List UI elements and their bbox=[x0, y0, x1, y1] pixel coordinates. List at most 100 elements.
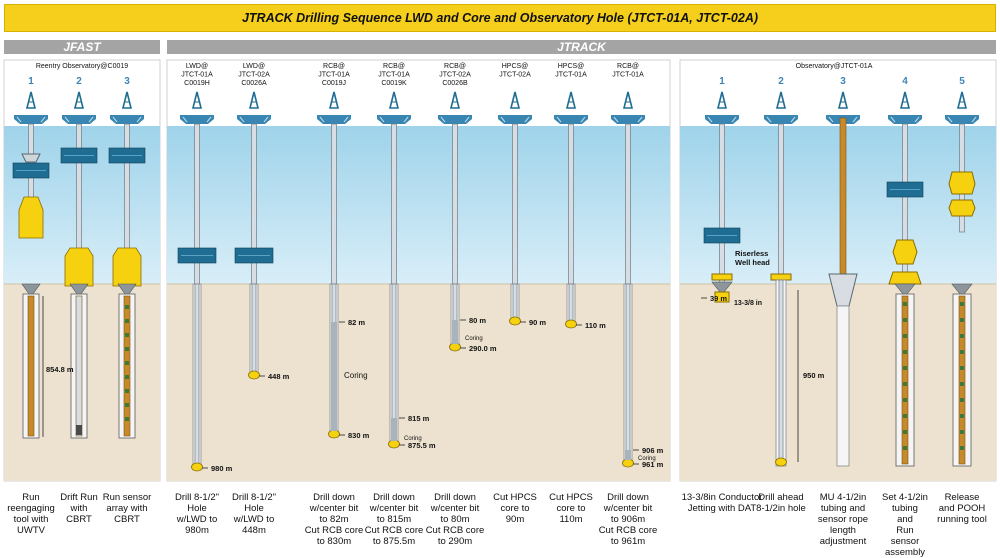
sensor-assembly bbox=[892, 239, 918, 265]
derrick-icon bbox=[775, 91, 787, 109]
sensor-unit bbox=[125, 305, 129, 309]
ship-icon bbox=[611, 115, 645, 124]
derrick-icon bbox=[388, 91, 400, 109]
running-tool bbox=[888, 271, 922, 285]
drill-bit bbox=[191, 462, 203, 472]
step-caption: Run reengaging tool with UWTV bbox=[7, 492, 55, 536]
step-number: 2 bbox=[76, 76, 82, 87]
tubing bbox=[901, 295, 909, 465]
step-caption: Drill 8-1/2" Hole w/LWD to 980m bbox=[174, 492, 220, 536]
drill-bit bbox=[328, 429, 340, 439]
tubing bbox=[958, 295, 966, 465]
seawater bbox=[680, 126, 996, 284]
step-caption: Cut HPCS core to 90m bbox=[493, 492, 537, 525]
derrick-icon bbox=[509, 91, 521, 109]
derrick-icon bbox=[449, 91, 461, 109]
drill-pipe bbox=[331, 123, 337, 285]
drill-pipe bbox=[778, 279, 784, 463]
derrick-icon bbox=[716, 91, 728, 109]
core-barrel bbox=[331, 322, 337, 431]
depth-label: 875.5 m bbox=[408, 441, 436, 450]
page-title: JTRACK Drilling Sequence LWD and Core an… bbox=[4, 4, 996, 32]
ship-icon bbox=[945, 115, 979, 124]
step-caption: Cut HPCS core to 110m bbox=[549, 492, 593, 525]
sensor-unit bbox=[960, 398, 964, 402]
cbrt-bottom bbox=[76, 425, 82, 435]
step-number: 3 bbox=[124, 76, 130, 87]
drill-bit bbox=[509, 316, 521, 326]
ship-icon bbox=[705, 115, 739, 124]
derrick-icon bbox=[248, 91, 260, 109]
wellhead bbox=[770, 273, 792, 281]
depth-label: 110 m bbox=[585, 321, 606, 330]
drill-pipe bbox=[251, 283, 257, 373]
drill-pipe bbox=[194, 283, 200, 465]
sensor-unit bbox=[960, 350, 964, 354]
step-caption: Drift Run with CBRT bbox=[60, 492, 98, 525]
drill-bit bbox=[565, 319, 577, 329]
step-caption: Run sensor array with CBRT bbox=[102, 492, 152, 525]
depth-label: 90 m bbox=[529, 318, 546, 327]
depth-label: 961 m bbox=[642, 460, 664, 469]
step-caption: MU 4-1/2in tubing and sensor rope length… bbox=[817, 492, 869, 547]
site-label: RCB@JTCT-01A bbox=[612, 63, 644, 79]
borehole bbox=[836, 305, 850, 467]
casing bbox=[75, 295, 83, 437]
ship-icon bbox=[498, 115, 532, 124]
sensor-unit bbox=[960, 302, 964, 306]
running-tool bbox=[948, 199, 976, 217]
step-number: 3 bbox=[840, 76, 846, 87]
depth-label: 906 m bbox=[642, 446, 664, 455]
ship-icon bbox=[237, 115, 271, 124]
site-label: HPCS@JTCT-02A bbox=[499, 63, 531, 79]
drill-bit bbox=[622, 458, 634, 468]
site-label: HPCS@JTCT-01A bbox=[555, 63, 587, 79]
sensor-unit bbox=[903, 350, 907, 354]
coring-label: Coring bbox=[344, 371, 368, 380]
depth-label: 854.8 m bbox=[46, 365, 74, 374]
step-number: 5 bbox=[959, 76, 965, 87]
sensor-unit bbox=[125, 403, 129, 407]
sensor-unit bbox=[125, 319, 129, 323]
drill-pipe bbox=[568, 123, 574, 285]
ship-icon bbox=[180, 115, 214, 124]
sensor-unit bbox=[960, 366, 964, 370]
step-caption: Drill down w/center bit to 906m Cut RCB … bbox=[598, 492, 658, 547]
drill-bit bbox=[775, 457, 787, 467]
drill-pipe bbox=[512, 123, 518, 285]
drill-pipe bbox=[778, 123, 784, 275]
coring-label: Coring bbox=[404, 436, 422, 442]
depth-label: 980 m bbox=[211, 464, 233, 473]
core-barrel bbox=[452, 320, 458, 344]
derrick-icon bbox=[565, 91, 577, 109]
sensor-unit bbox=[903, 398, 907, 402]
cbrt-tool bbox=[112, 247, 142, 287]
wellhead bbox=[711, 273, 733, 281]
sensor-unit bbox=[960, 430, 964, 434]
drill-bit bbox=[449, 342, 461, 352]
casing bbox=[123, 295, 131, 437]
sensor-unit bbox=[125, 389, 129, 393]
depth-label: 950 m bbox=[803, 371, 825, 380]
sensor-unit bbox=[125, 375, 129, 379]
step-number: 1 bbox=[28, 76, 34, 87]
guide-funnel bbox=[21, 153, 41, 163]
depth-label: 290.0 m bbox=[469, 344, 497, 353]
seafloor bbox=[167, 284, 670, 481]
sensor-unit bbox=[903, 446, 907, 450]
coring-label: Coring bbox=[465, 336, 483, 342]
reengaging-tool bbox=[18, 196, 44, 239]
step-caption: Drill 8-1/2" Hole w/LWD to 448m bbox=[231, 492, 277, 536]
conductor bbox=[714, 291, 730, 303]
step-number: 4 bbox=[902, 76, 908, 87]
derrick-icon bbox=[622, 91, 634, 109]
step-caption: Release and POOH running tool bbox=[937, 492, 987, 525]
sensor-unit bbox=[960, 414, 964, 418]
step-caption: Drill ahead 8-1/2in hole bbox=[756, 492, 806, 514]
sensor-unit bbox=[903, 302, 907, 306]
core-barrel bbox=[625, 450, 631, 460]
